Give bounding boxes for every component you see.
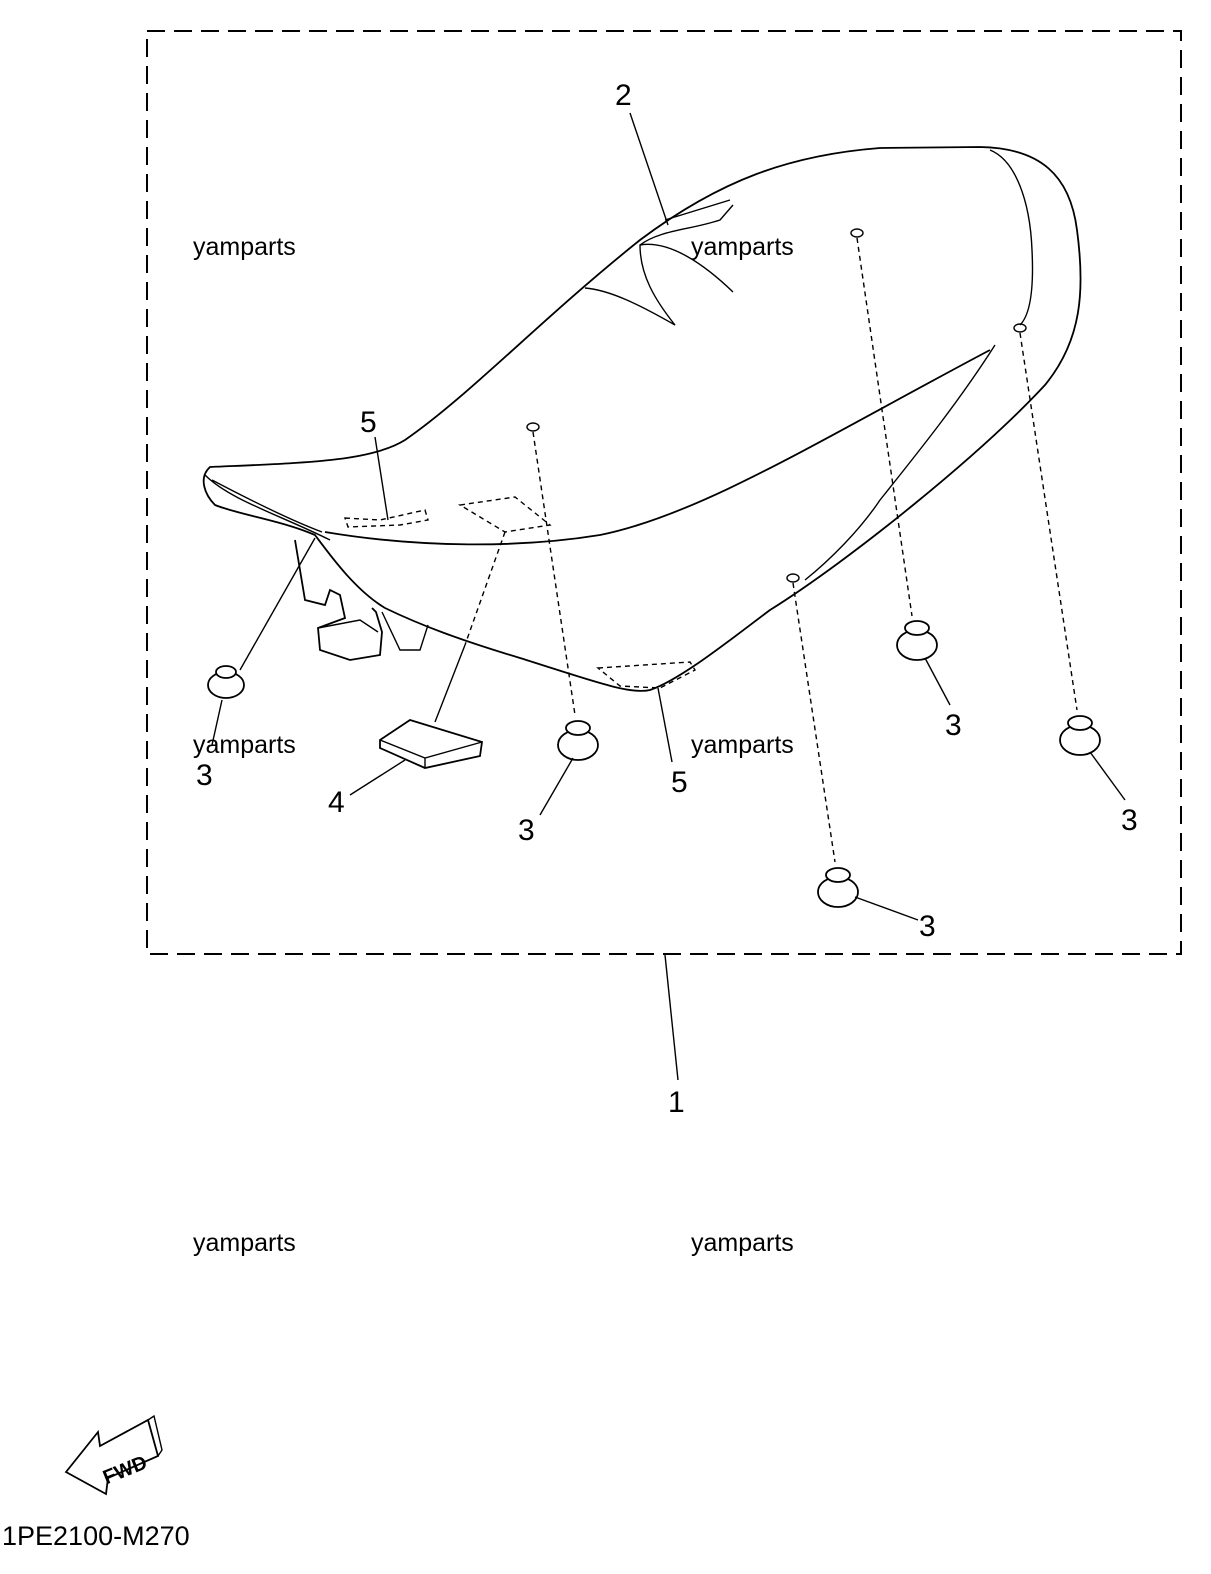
watermark: yamparts (193, 731, 296, 759)
leader-lines (211, 112, 1126, 1081)
callout-3-front-left: 3 (196, 759, 213, 792)
callout-3-far-right: 3 (1121, 804, 1138, 837)
forward-arrow-icon: FWD (64, 1414, 163, 1496)
watermark: yamparts (691, 1229, 794, 1257)
callout-5-upper: 5 (360, 406, 377, 439)
watermark: yamparts (691, 233, 794, 261)
seat-assembly (202, 146, 1082, 692)
callout-3-center: 3 (518, 814, 535, 847)
mount-holes (464, 228, 1078, 863)
callout-5-lower: 5 (671, 766, 688, 799)
damper-bottom (817, 867, 859, 908)
watermark: yamparts (691, 731, 794, 759)
callout-1: 1 (668, 1086, 685, 1119)
callout-3-bottom: 3 (919, 910, 936, 943)
damper-front-left (207, 665, 245, 699)
watermark: yamparts (193, 1229, 296, 1257)
callout-2: 2 (615, 79, 632, 112)
damper-far-right (1059, 715, 1101, 756)
assembly-box (146, 30, 1182, 955)
damper-center (557, 720, 599, 761)
diagram-code: 1PE2100-M270 (2, 1521, 190, 1551)
damper-right-upper (896, 620, 938, 661)
callout-3-right-upper: 3 (945, 709, 962, 742)
watermark: yamparts (193, 233, 296, 261)
pad-4 (379, 719, 483, 769)
callout-4: 4 (328, 786, 345, 819)
